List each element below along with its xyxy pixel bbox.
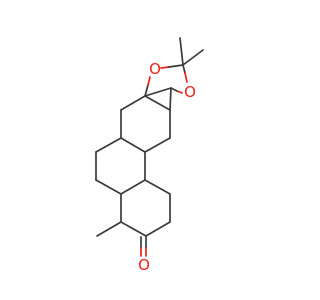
bond [169,87,172,111]
bond [144,179,171,195]
bond [170,87,178,92]
methyl-bond [96,221,122,237]
bond [120,95,146,111]
bond [145,221,171,237]
bond [120,179,146,195]
bond [160,66,170,69]
bond [95,137,122,153]
carbon-skeleton [95,37,204,237]
oxygen-label-top: O [149,60,161,78]
methyl-bond [179,37,184,66]
bond [144,84,149,97]
oxygen-label-ketone: O [138,256,150,274]
bond [120,137,146,153]
bond [144,95,171,111]
bond [144,87,172,97]
methyl-bond [182,49,204,66]
bond [147,76,151,86]
bond [168,64,184,68]
bond [95,179,122,195]
bond [144,137,171,153]
bond [120,221,147,237]
oxygen-label-right: O [184,83,196,101]
molecule-structure-diagram: O O O [95,37,204,274]
atom-labels: O O O [138,60,196,274]
oxygen-bonds [140,64,188,257]
bond [176,90,183,94]
bond [182,64,186,74]
bond [184,72,188,83]
